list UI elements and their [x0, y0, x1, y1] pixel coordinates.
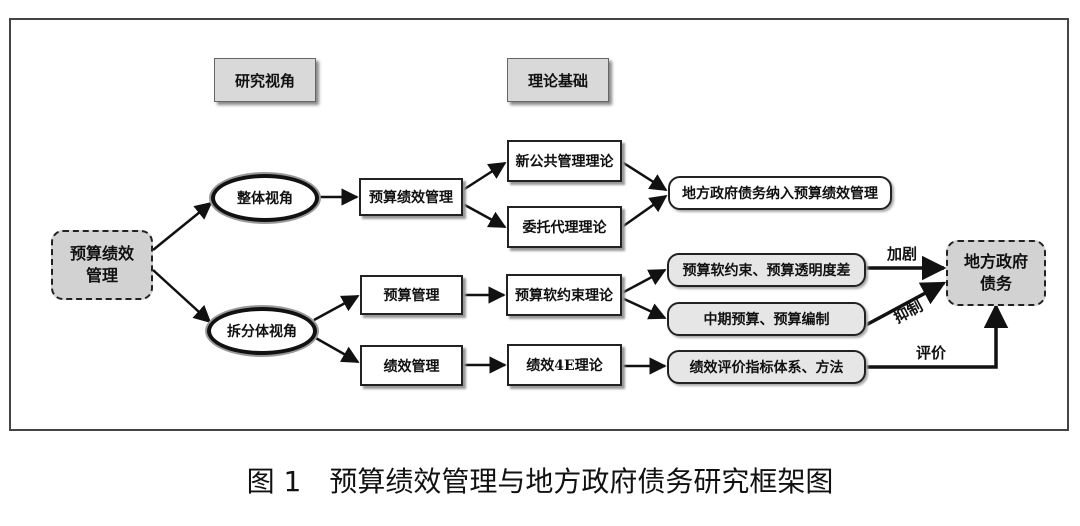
node-local-government-debt: 地方政府 债务 — [946, 240, 1046, 306]
arrow-pa-include — [621, 194, 668, 229]
node-holistic-perspective: 整体视角 — [211, 174, 319, 222]
node-soft-budget-constraint-theory: 预算软约束理论 — [506, 274, 622, 316]
arrow-restrain — [865, 281, 947, 327]
diagram-frame — [9, 18, 1069, 431]
edge-label-evaluate: 评价 — [916, 344, 947, 362]
node-evaluation-index-system-methods: 绩效评价指标体系、方法 — [667, 350, 866, 384]
node-soft-constraint-low-transparency: 预算软约束、预算透明度差 — [667, 253, 866, 287]
arrow-npm-include — [621, 160, 668, 192]
node-new-public-management-theory: 新公共管理理论 — [507, 140, 622, 182]
node-budget-performance-management: 预算绩效管理 — [359, 178, 463, 216]
node-budget-performance-management-root: 预算绩效 管理 — [51, 230, 153, 300]
node-include-local-debt-in-bpm: 地方政府债务纳入预算绩效管理 — [668, 176, 892, 210]
arrow-root-split — [152, 269, 212, 324]
node-budget-management: 预算管理 — [360, 275, 463, 315]
arrow-root-holistic — [152, 201, 213, 251]
arrow-bpm-pa — [462, 202, 507, 229]
edge-label-aggravate: 加剧 — [887, 245, 918, 263]
arrow-split-perf — [313, 335, 360, 364]
node-performance-management: 绩效管理 — [360, 345, 463, 386]
arrow-soft-medium — [621, 296, 667, 320]
figure-caption: 图 1 预算绩效管理与地方政府债务研究框架图 — [246, 465, 834, 498]
node-4e-performance-theory: 绩效4E理论 — [507, 344, 622, 386]
arrow-bpm-npm — [462, 161, 507, 192]
node-medium-term-budget-compilation: 中期预算、预算编制 — [667, 302, 866, 336]
arrow-evaluate — [866, 303, 1009, 369]
node-split-perspective: 拆分体视角 — [207, 307, 317, 355]
node-principal-agent-theory: 委托代理理论 — [507, 206, 622, 248]
arrow-soft-constraint — [621, 268, 667, 295]
header-research-perspective: 研究视角 — [214, 58, 316, 102]
header-theory-basis: 理论基础 — [507, 58, 609, 102]
arrow-split-budget — [313, 294, 360, 322]
